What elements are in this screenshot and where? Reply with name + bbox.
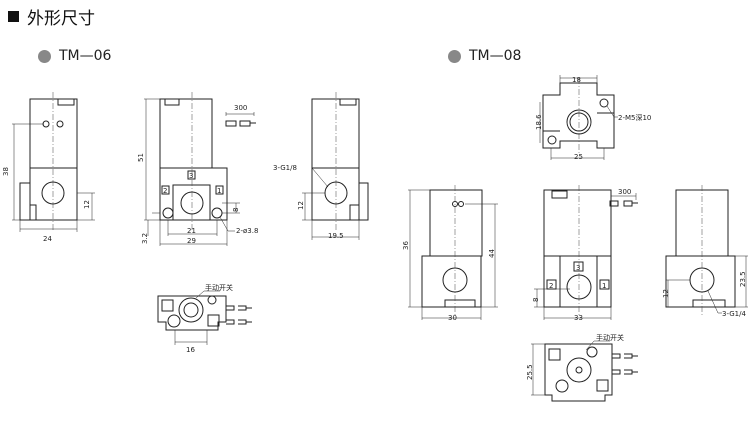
model-tm08-label: TM—08 [448, 48, 521, 64]
mount-holes-label: 2-ø3.8 [236, 227, 258, 235]
port-2-label: 2 [549, 282, 553, 290]
dim-300: 300 [618, 188, 631, 196]
dim-25-5: 25.5 [526, 364, 534, 380]
section-title-text: 外形尺寸 [27, 9, 95, 29]
dim-21: 21 [187, 227, 196, 235]
dim-25: 25 [574, 153, 583, 161]
manual-switch-label: 手动开关 [596, 333, 624, 342]
ports-label: 3-G1/8 [273, 164, 297, 172]
model-tm06-label: TM—06 [38, 48, 111, 64]
tm08-bottom-view: 手动开关 25.5 [526, 333, 638, 402]
dim-12: 12 [662, 289, 670, 298]
dim-38: 38 [2, 167, 10, 176]
section-title: 外形尺寸 [8, 4, 95, 29]
model-name: TM—08 [469, 48, 522, 64]
tm08-top-view: 18 18.6 2-M5深10 25 [535, 75, 651, 161]
bullet-dot-icon [38, 49, 51, 63]
dim-8: 8 [532, 298, 540, 302]
tm06-right-view: 3-G1/8 12 19.5 [273, 92, 369, 240]
port-1-label: 1 [217, 187, 221, 195]
dim-23-5: 23.5 [739, 271, 747, 287]
dim-300: 300 [234, 104, 247, 112]
port-1-label: 1 [602, 282, 606, 290]
dim-18-6: 18.6 [535, 114, 543, 130]
dim-12: 12 [83, 200, 91, 209]
dim-24: 24 [43, 235, 52, 243]
dim-51: 51 [137, 153, 145, 162]
tm06-front-view: 3 2 1 51 300 8 21 29 3.2 2-ø3.8 [137, 92, 258, 246]
dim-29: 29 [187, 237, 196, 245]
dim-16: 16 [186, 346, 195, 354]
model-name: TM—06 [59, 48, 112, 64]
port-3-label: 3 [576, 264, 580, 272]
manual-switch-label: 手动开关 [205, 283, 233, 292]
dim-36: 36 [402, 241, 410, 250]
dim-19-5: 19.5 [328, 232, 344, 240]
dim-12: 12 [297, 201, 305, 210]
port-3-label: 3 [189, 172, 193, 180]
dim-8: 8 [232, 208, 240, 212]
tm06-side-view: 38 12 24 [2, 92, 95, 243]
tm08-front-view: 3 2 1 300 8 33 [532, 185, 638, 322]
dim-3-2: 3.2 [141, 233, 149, 244]
bullet-dot-icon [448, 49, 461, 63]
dim-44: 44 [488, 249, 496, 258]
mount-thread-label: 2-M5深10 [618, 113, 651, 122]
ports-label: 3-G1/4 [722, 310, 746, 318]
tm08-side-view: 36 44 30 [402, 185, 498, 322]
dim-33: 33 [574, 314, 583, 322]
port-2-label: 2 [163, 187, 167, 195]
dim-30: 30 [448, 314, 457, 322]
square-bullet-icon [8, 11, 19, 22]
dim-18: 18 [572, 76, 581, 84]
tm08-right-view: 12 23.5 3-G1/4 [662, 185, 748, 318]
tm06-bottom-view: 手动开关 16 [157, 283, 252, 354]
